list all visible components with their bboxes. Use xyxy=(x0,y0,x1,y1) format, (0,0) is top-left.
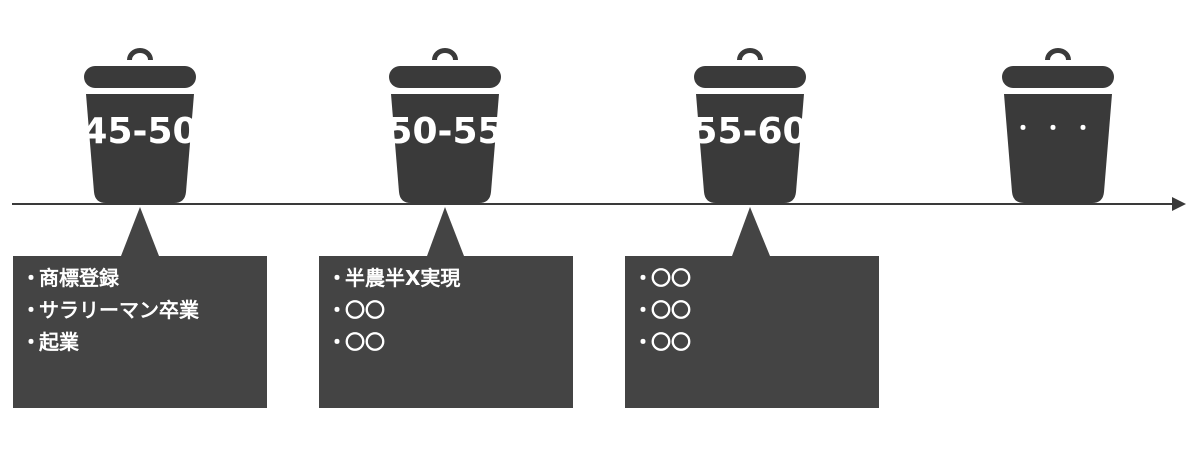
bin-label: 45-50 xyxy=(82,111,197,152)
callout-box-1 xyxy=(13,256,267,408)
trash-can-icon xyxy=(1002,48,1114,203)
list-item: ・半農半X実現 xyxy=(327,262,565,294)
trash-can-icon xyxy=(694,48,806,203)
list-item-text: 半農半X実現 xyxy=(345,266,461,290)
callout-pointer-1 xyxy=(121,207,159,256)
list-item-text: 〇〇 xyxy=(651,330,691,354)
trash-can-icon xyxy=(84,48,196,203)
bullet: ・ xyxy=(633,330,653,354)
list-item: ・サラリーマン卒業 xyxy=(21,294,259,326)
callout-box-3 xyxy=(625,256,879,408)
bullet: ・ xyxy=(21,298,41,322)
bullet: ・ xyxy=(633,298,653,322)
bullet: ・ xyxy=(327,298,347,322)
bin-label: 50-55 xyxy=(387,111,502,152)
list-item: ・起業 xyxy=(21,326,259,358)
bullet: ・ xyxy=(327,330,347,354)
list-item: ・〇〇 xyxy=(327,294,565,326)
list-item: ・〇〇 xyxy=(327,326,565,358)
timeline-arrowhead xyxy=(1172,197,1186,211)
callout-pointer-2 xyxy=(427,207,464,256)
list-item: ・〇〇 xyxy=(633,262,871,294)
list-item-text: 〇〇 xyxy=(345,330,385,354)
list-item-text: 起業 xyxy=(39,330,79,354)
callout-3: ・〇〇 ・〇〇 ・〇〇 xyxy=(625,256,879,408)
list-item-text: 商標登録 xyxy=(39,266,119,290)
bullet: ・ xyxy=(327,266,347,290)
bullet: ・ xyxy=(21,330,41,354)
bullet: ・ xyxy=(633,266,653,290)
list-item-text: 〇〇 xyxy=(651,298,691,322)
trash-can-icon xyxy=(389,48,501,203)
bin-label: 55-60 xyxy=(692,111,807,152)
callout-pointer-3 xyxy=(732,207,770,256)
callout-box-2 xyxy=(319,256,573,408)
list-item: ・商標登録 xyxy=(21,262,259,294)
list-item: ・〇〇 xyxy=(633,326,871,358)
bin-label: ・・・ xyxy=(1013,116,1103,140)
list-item-text: サラリーマン卒業 xyxy=(39,298,199,322)
bullet: ・ xyxy=(21,266,41,290)
callout-2: ・半農半X実現 ・〇〇 ・〇〇 xyxy=(319,256,573,408)
list-item-text: 〇〇 xyxy=(345,298,385,322)
callout-1: ・商標登録 ・サラリーマン卒業 ・起業 xyxy=(13,256,267,408)
list-item: ・〇〇 xyxy=(633,294,871,326)
list-item-text: 〇〇 xyxy=(651,266,691,290)
